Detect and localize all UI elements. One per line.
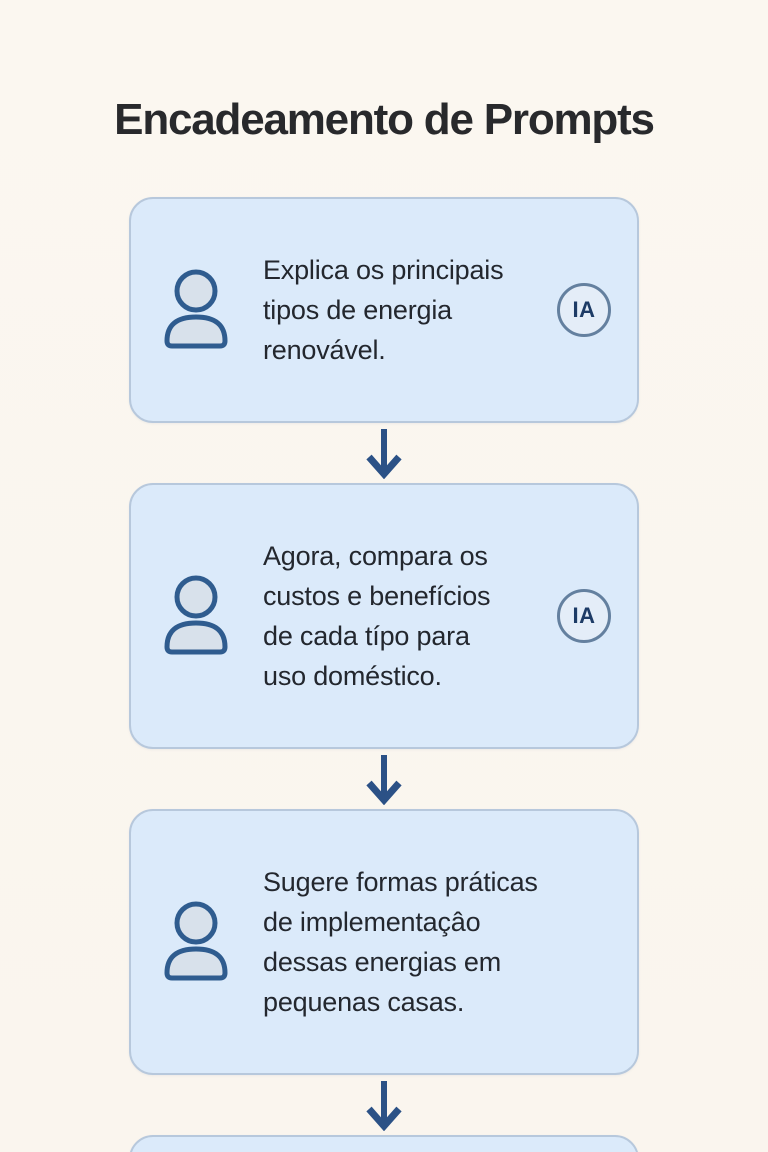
page-title: Encadeamento de Prompts [114, 95, 655, 145]
user-icon [161, 901, 231, 983]
prompt-step-4: Pode criar um plano de implementaçào? IA [129, 1135, 639, 1152]
step-text: Explica os principais tipos de energia r… [263, 255, 504, 366]
arrow-down-icon [365, 423, 403, 483]
user-icon [161, 269, 231, 351]
prompt-step-3: Sugere formas práticas de implementaçâo … [129, 809, 639, 1076]
step-text: Sugere formas práticas de implementaçâo … [263, 867, 538, 1018]
prompt-step-1: Explica os principais tipos de energia r… [129, 197, 639, 424]
step-text: Agora, compara os custos e benefícios de… [263, 541, 491, 692]
user-icon [161, 575, 231, 657]
ia-badge: IA [557, 589, 611, 644]
arrow-down-icon [365, 749, 403, 809]
ia-badge: IA [557, 283, 611, 338]
arrow-down-icon [365, 1075, 403, 1135]
prompt-step-2: Agora, compara os custos e benefícios de… [129, 483, 639, 750]
prompt-chain-flow: Explica os principais tipos de energia r… [129, 197, 639, 1152]
